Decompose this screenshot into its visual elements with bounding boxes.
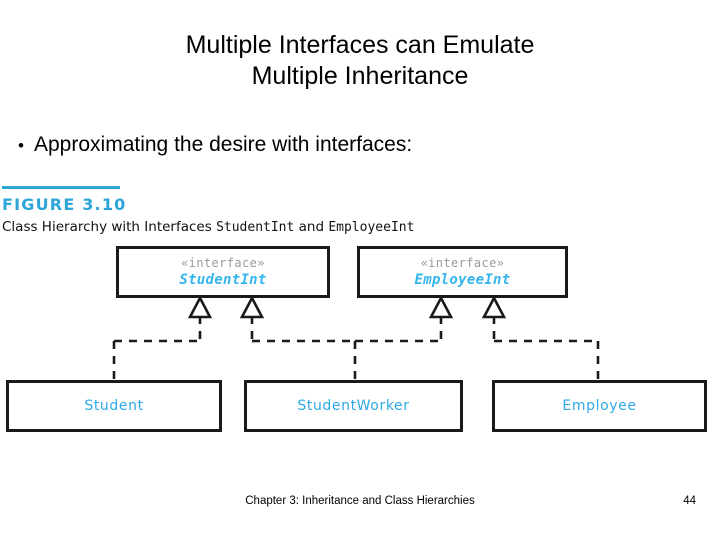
figure-label: FIGURE 3.10 xyxy=(2,195,127,214)
figure-caption-code-studentint: StudentInt xyxy=(216,220,295,235)
uml-class-studentworker: StudentWorker xyxy=(244,380,463,432)
figure-rule xyxy=(2,186,120,189)
class-name-employee: Employee xyxy=(562,398,637,414)
bullet-marker-icon: • xyxy=(18,136,24,155)
slide-title-line-1: Multiple Interfaces can Emulate xyxy=(185,31,535,59)
diagram-connectors xyxy=(112,295,600,380)
realization-arrowhead-studentworker-left xyxy=(239,295,265,319)
slide-title: Multiple Interfaces can Emulate Multiple… xyxy=(0,30,720,92)
uml-class-employee: Employee xyxy=(492,380,707,432)
uml-class-diagram: «interface» StudentInt «interface» Emplo… xyxy=(0,246,720,446)
class-name-student: Student xyxy=(84,398,144,414)
realization-arrowhead-studentworker-right xyxy=(428,295,454,319)
figure-block: FIGURE 3.10 Class Hierarchy with Interfa… xyxy=(0,186,720,456)
realization-arrowhead-employee xyxy=(481,295,507,319)
bullet-item: • Approximating the desire with interfac… xyxy=(8,131,708,160)
realization-arrowhead-student xyxy=(187,295,213,319)
slide-footer: Chapter 3: Inheritance and Class Hierarc… xyxy=(0,495,720,515)
stereotype-label-studentint: «interface» xyxy=(181,256,265,270)
figure-caption-conjunction: and xyxy=(294,219,329,235)
footer-page-number: 44 xyxy=(683,495,696,507)
figure-caption: Class Hierarchy with Interfaces StudentI… xyxy=(2,219,414,235)
footer-chapter-text: Chapter 3: Inheritance and Class Hierarc… xyxy=(245,495,475,507)
interface-name-studentint: StudentInt xyxy=(179,272,267,288)
uml-interface-studentint: «interface» StudentInt xyxy=(116,246,330,298)
uml-class-student: Student xyxy=(6,380,222,432)
stereotype-label-employeeint: «interface» xyxy=(420,256,505,270)
bullet-text: Approximating the desire with interfaces… xyxy=(34,133,413,156)
slide-title-line-2: Multiple Inheritance xyxy=(251,62,469,90)
figure-caption-code-employeeint: EmployeeInt xyxy=(328,220,415,235)
uml-interface-employeeint: «interface» EmployeeInt xyxy=(357,246,568,298)
figure-caption-prefix: Class Hierarchy with Interfaces xyxy=(2,219,217,235)
interface-name-employeeint: EmployeeInt xyxy=(414,272,511,288)
class-name-studentworker: StudentWorker xyxy=(297,398,410,414)
